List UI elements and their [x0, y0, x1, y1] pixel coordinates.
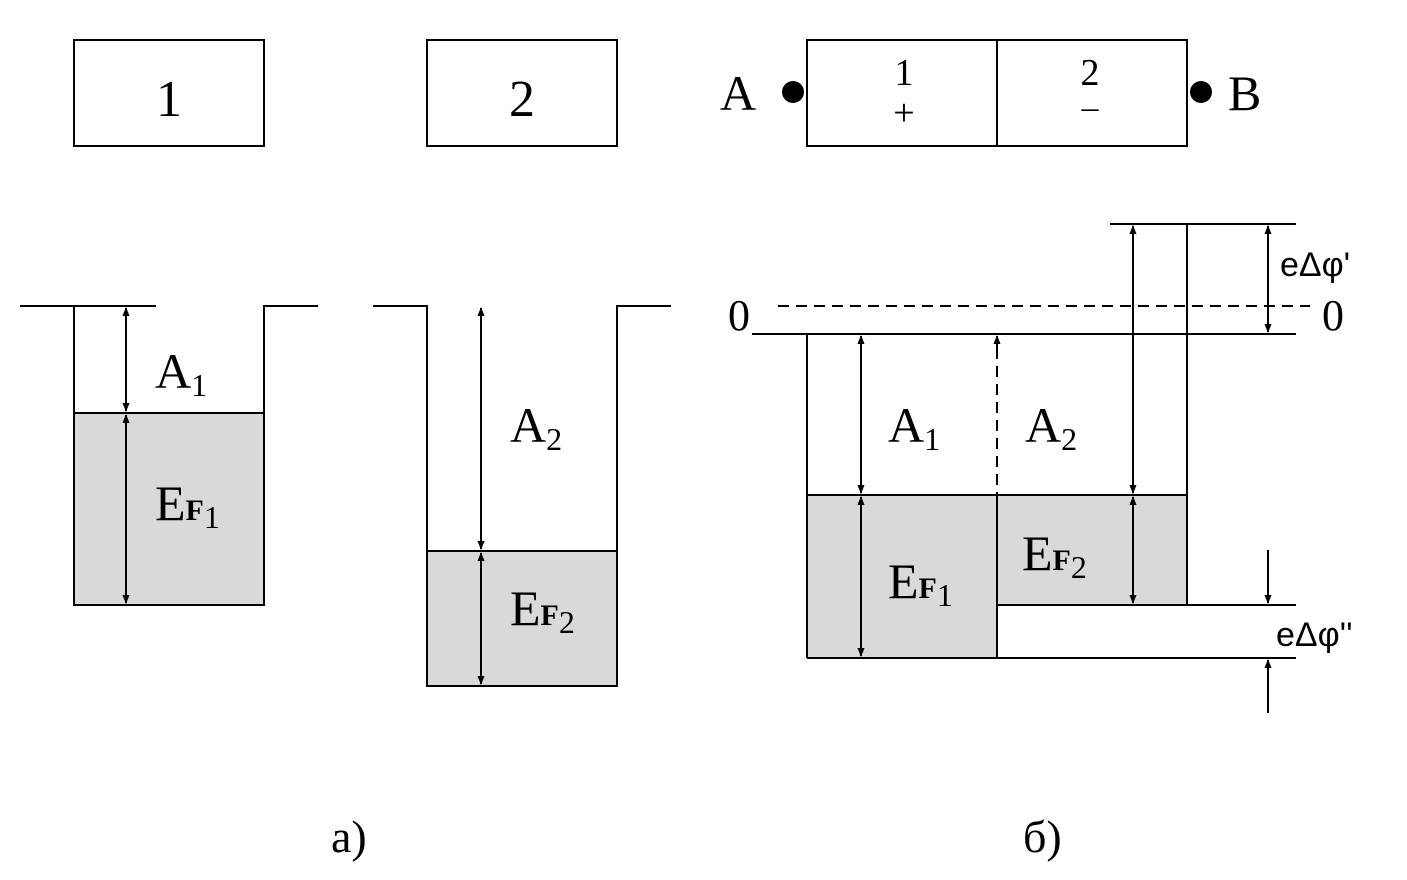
well-metal-2: A2 EF2 — [373, 305, 671, 687]
junction-left-block — [806, 39, 998, 147]
contact-fermi-fill-1 — [807, 495, 997, 658]
junction: A 1 + 2 – B — [720, 39, 1261, 147]
terminal-a-dot — [782, 81, 804, 103]
junction-right-number: 2 — [1081, 52, 1100, 94]
junction-left-number: 1 — [895, 52, 914, 94]
contact-fermi-label-2: EF2 — [1022, 525, 1087, 585]
fermi-energy-label-2: EF2 — [510, 580, 575, 640]
terminal-b-dot — [1190, 81, 1212, 103]
metal-2-box: 2 — [426, 39, 618, 147]
junction-right-sign: – — [1081, 89, 1100, 126]
work-function-label-1: A1 — [155, 343, 207, 403]
metal-1-box: 1 — [73, 39, 265, 147]
delta-phi-prime-label: eΔφ' — [1280, 246, 1350, 284]
contact-diagram: 0 0 A1 A2 EF1 EF2 eΔφ' eΔφ'' — [728, 223, 1353, 713]
metal-1-label: 1 — [156, 71, 182, 128]
zero-level-right-label: 0 — [1322, 291, 1344, 340]
contact-fermi-fill-2 — [997, 495, 1187, 605]
contact-work-label-1: A1 — [888, 397, 940, 457]
zero-level-left-label: 0 — [728, 291, 750, 340]
contact-work-label-2: A2 — [1025, 397, 1077, 457]
terminal-b-label: B — [1228, 65, 1261, 121]
caption-a: а) — [331, 811, 367, 862]
fermi-fill-1 — [74, 413, 264, 605]
fermi-fill-2 — [427, 551, 617, 686]
junction-right-block — [996, 39, 1188, 147]
fermi-energy-label-1: EF1 — [155, 475, 220, 535]
junction-left-sign: + — [893, 92, 914, 134]
work-function-label-2: A2 — [510, 397, 562, 457]
delta-phi-double-label: eΔφ'' — [1276, 616, 1353, 654]
caption-b: б) — [1023, 811, 1062, 862]
terminal-a-label: A — [720, 65, 756, 121]
metal-2-label: 2 — [509, 71, 535, 128]
contact-fermi-label-1: EF1 — [888, 553, 953, 613]
well-metal-1: A1 EF1 — [20, 305, 318, 606]
